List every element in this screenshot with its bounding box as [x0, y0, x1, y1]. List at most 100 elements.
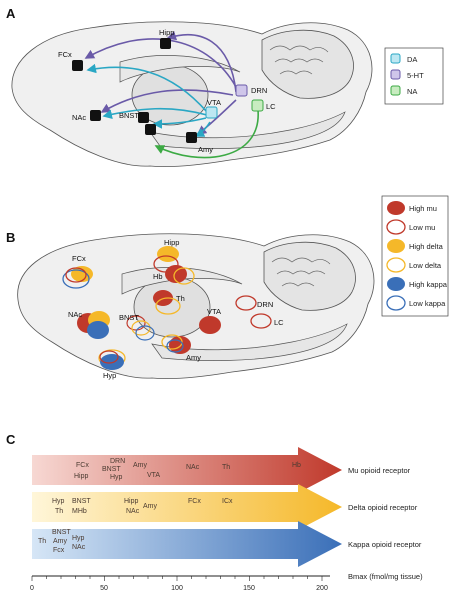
bnst-delta-low: [131, 320, 151, 336]
mu-receptor-label: Mu opioid receptor: [348, 466, 411, 475]
tick-200: 200: [316, 585, 328, 592]
legend-high-kappa: High kappa: [409, 280, 448, 289]
brain-b: [17, 233, 375, 380]
kappa-receptor-label: Kappa opioid receptor: [348, 540, 422, 549]
panel-a-label: A: [6, 6, 16, 21]
legend-high-delta-swatch: [387, 239, 405, 253]
nodes-a: [72, 38, 264, 143]
legend-high-mu-swatch: [387, 201, 405, 215]
legend-low-kappa: Low kappa: [409, 299, 446, 308]
node-bnst-a: [138, 112, 149, 123]
tick-100: 100: [171, 585, 183, 592]
label-vta-b: VTA: [207, 307, 221, 316]
th-delta-low: [155, 297, 181, 315]
legend-low-delta-swatch: [386, 257, 406, 273]
label-hb-b: Hb: [153, 272, 163, 281]
legend-na: NA: [407, 87, 417, 96]
tick-150: 150: [243, 585, 255, 592]
legend-low-delta: Low delta: [409, 261, 442, 270]
delta-th: Th: [55, 508, 63, 515]
label-fcx-b: FCx: [72, 254, 86, 263]
mu-nac: NAc: [186, 464, 200, 471]
kappa-fcx: Fcx: [53, 547, 65, 554]
panel-c-label: C: [6, 432, 16, 447]
bmax-axis: 0 50 100 150 200 Bmax (fmol/mg tissue): [30, 572, 423, 592]
projection-arrows: [84, 31, 259, 159]
label-drn-b: DRN: [257, 300, 273, 309]
label-nac-b: NAc: [68, 310, 82, 319]
delta-amy: Amy: [143, 503, 158, 510]
fcx-mu-low: [65, 267, 87, 283]
mu-amy: Amy: [133, 462, 148, 469]
node-lc: [251, 99, 264, 112]
receptor-spots: [62, 246, 272, 370]
bnst-kappa-low: [135, 325, 155, 341]
mu-bnst: BNST: [102, 466, 121, 473]
legend-da: DA: [407, 55, 417, 64]
mu-hipp: Hipp: [74, 473, 89, 480]
bnst-mu-low: [126, 315, 146, 331]
kappa-bnst: BNST: [52, 529, 71, 536]
mu-drn: DRN: [110, 458, 125, 465]
fcx-kappa-low: [62, 269, 90, 289]
legend-5ht: 5-HT: [407, 71, 424, 80]
node-fcx: [72, 60, 83, 71]
drn-mu-low: [235, 295, 257, 311]
kappa-amy: Amy: [53, 538, 68, 545]
hb-mu: [165, 265, 187, 283]
node-amy: [186, 132, 197, 143]
vta-mu: [199, 316, 221, 334]
label-bnst-b: BNST: [119, 313, 139, 322]
amy-delta-low: [161, 334, 183, 350]
legend-high-kappa-swatch: [387, 277, 405, 291]
legend-high-mu: High mu: [409, 204, 437, 213]
mu-vta: VTA: [147, 472, 160, 479]
legend-5ht-swatch: [390, 69, 401, 80]
hyp-mu-low: [99, 350, 119, 364]
delta-fcx: FCx: [188, 498, 201, 505]
label-amy-b: Amy: [186, 353, 201, 362]
node-nac: [90, 110, 101, 121]
delta-icx: ICx: [222, 498, 233, 505]
node-bnst-b: [145, 124, 156, 135]
node-vta: [205, 106, 218, 119]
panel-b-label: B: [6, 230, 15, 245]
label-nac-a: NAc: [72, 113, 86, 122]
axis-label: Bmax (fmol/mg tissue): [348, 572, 423, 581]
legend-a: DA 5-HT NA: [384, 47, 444, 105]
legend-b: High mu Low mu High delta Low delta High…: [381, 195, 449, 317]
label-fcx-a: FCx: [58, 50, 72, 59]
label-bnst-a: BNST: [119, 111, 139, 120]
label-th-b: Th: [176, 294, 185, 303]
legend-da-swatch: [390, 53, 401, 64]
delta-mhb: MHb: [72, 508, 87, 515]
kappa-hyp: Hyp: [72, 535, 85, 542]
mu-hb: Hb: [292, 462, 301, 469]
tick-50: 50: [100, 585, 108, 592]
node-hipp: [160, 38, 171, 49]
label-amy-a: Amy: [198, 145, 213, 154]
label-lc-a: LC: [266, 102, 276, 111]
legend-low-mu-swatch: [386, 219, 406, 235]
label-hipp-b: Hipp: [164, 238, 179, 247]
hb-delta-low: [173, 267, 195, 285]
nac-kappa: [87, 321, 109, 339]
lc-mu-low: [250, 313, 272, 329]
kappa-arrow: [32, 521, 342, 567]
mu-th: Th: [222, 464, 230, 471]
delta-hyp: Hyp: [52, 498, 65, 505]
label-hyp-b: Hyp: [103, 371, 116, 380]
legend-high-delta: High delta: [409, 242, 444, 251]
brain-a: [11, 21, 373, 168]
delta-receptor-label: Delta opioid receptor: [348, 503, 418, 512]
amy-kappa-low: [166, 339, 184, 353]
kappa-th: Th: [38, 538, 46, 545]
label-drn-a: DRN: [251, 86, 267, 95]
delta-hipp: Hipp: [124, 498, 139, 505]
delta-bnst: BNST: [72, 498, 91, 505]
mu-fcx: FCx: [76, 462, 89, 469]
delta-arrow: [32, 484, 342, 530]
legend-low-mu: Low mu: [409, 223, 435, 232]
label-vta-a: VTA: [207, 98, 221, 107]
